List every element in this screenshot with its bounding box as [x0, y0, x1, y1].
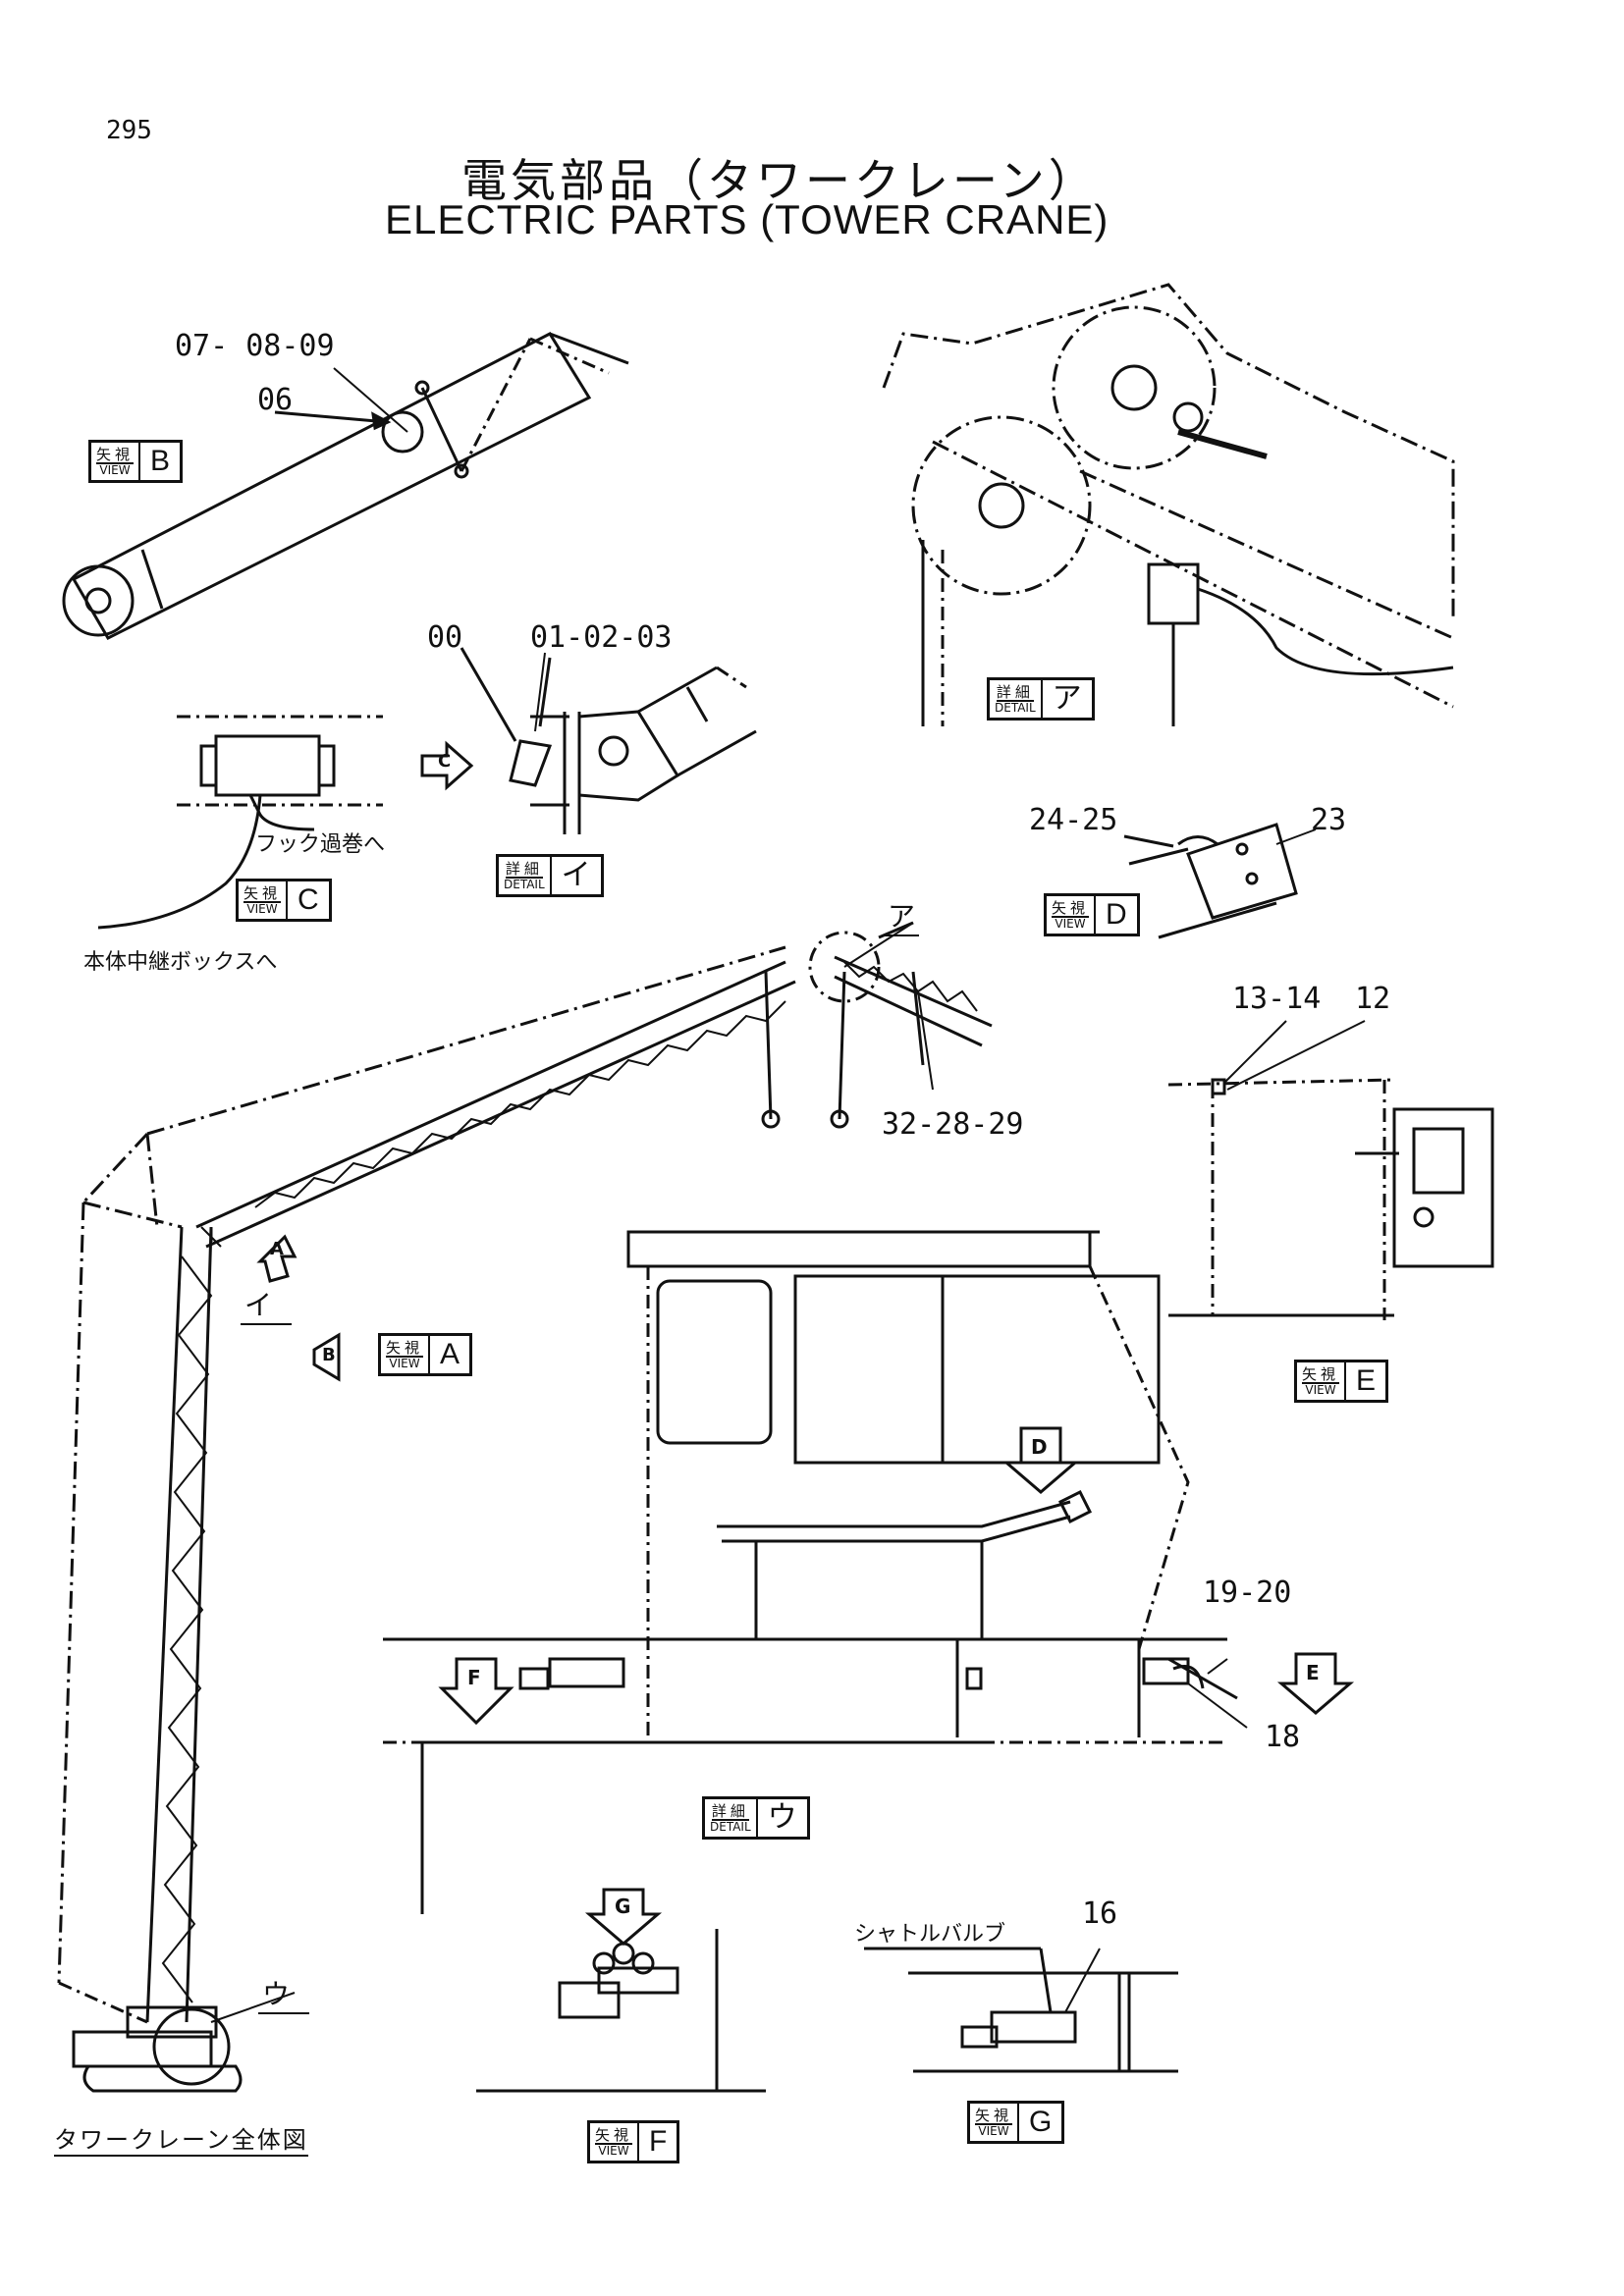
- arrow-b-letter: B: [322, 1345, 336, 1365]
- part-number-23: 23: [1311, 803, 1347, 837]
- part-number-01-02-03: 01-02-03: [530, 620, 673, 655]
- note-hook-overwind: フック過巻へ: [255, 832, 386, 857]
- arrow-e-letter: E: [1306, 1661, 1320, 1684]
- arrow-e-shape: [1276, 1652, 1355, 1715]
- arrow-c-letter: C: [438, 751, 452, 772]
- note-body-relay-box: 本体中継ボックスへ: [83, 950, 278, 975]
- arrow-f-shape: [438, 1657, 514, 1726]
- view-f-valve: [476, 1929, 766, 2093]
- ref-label-a: ア: [884, 895, 920, 936]
- view-b-boom-tip: [62, 332, 629, 640]
- leader-lines: [200, 367, 1366, 2023]
- arrow-b-shape: [312, 1332, 341, 1382]
- part-number-16: 16: [1082, 1896, 1118, 1931]
- view-d-bracket: [1123, 823, 1298, 939]
- arrow-c-shape: [420, 740, 474, 791]
- arrow-a-shape: [256, 1234, 298, 1283]
- detail-u-cab: [383, 1230, 1238, 1914]
- view-e-cab-panel: [1167, 1078, 1494, 1320]
- direction-arrows: [256, 740, 1355, 1946]
- title-english: ELECTRIC PARTS (TOWER CRANE): [385, 196, 1110, 242]
- arrow-d-letter: D: [1031, 1435, 1048, 1459]
- arrow-a-letter: A: [270, 1239, 284, 1259]
- part-number-24-25: 24-25: [1029, 803, 1118, 837]
- part-number-12: 12: [1355, 982, 1391, 1016]
- note-overall-view: タワークレーン全体図: [54, 2120, 308, 2157]
- arrow-f-letter: F: [467, 1666, 481, 1689]
- arrow-g-shape: [584, 1888, 663, 1946]
- part-number-18: 18: [1265, 1720, 1301, 1754]
- part-number-00: 00: [427, 620, 463, 655]
- view-g-valve: [864, 1947, 1178, 2073]
- view-c-box: [97, 715, 383, 930]
- part-number-06: 06: [257, 383, 294, 417]
- ref-label-i: イ: [241, 1284, 293, 1325]
- page-number: 295: [106, 116, 152, 145]
- part-number-07-08-09: 07- 08-09: [175, 329, 335, 363]
- title-japanese: 電気部品（タワークレーン）: [461, 154, 1098, 207]
- crane-overall: [57, 921, 993, 2093]
- ref-label-u: ウ: [258, 1973, 310, 2014]
- part-number-13-14: 13-14: [1232, 982, 1322, 1016]
- part-number-19-20: 19-20: [1203, 1575, 1292, 1610]
- detail-i-boom-foot: [460, 647, 757, 834]
- arrow-d-shape: [1001, 1426, 1080, 1494]
- note-shuttle-valve: シャトルバルブ: [854, 1922, 1006, 1947]
- part-number-32-28-29: 32-28-29: [882, 1107, 1024, 1142]
- arrow-g-letter: G: [615, 1895, 631, 1918]
- detail-a-sheave-assembly: [882, 283, 1455, 726]
